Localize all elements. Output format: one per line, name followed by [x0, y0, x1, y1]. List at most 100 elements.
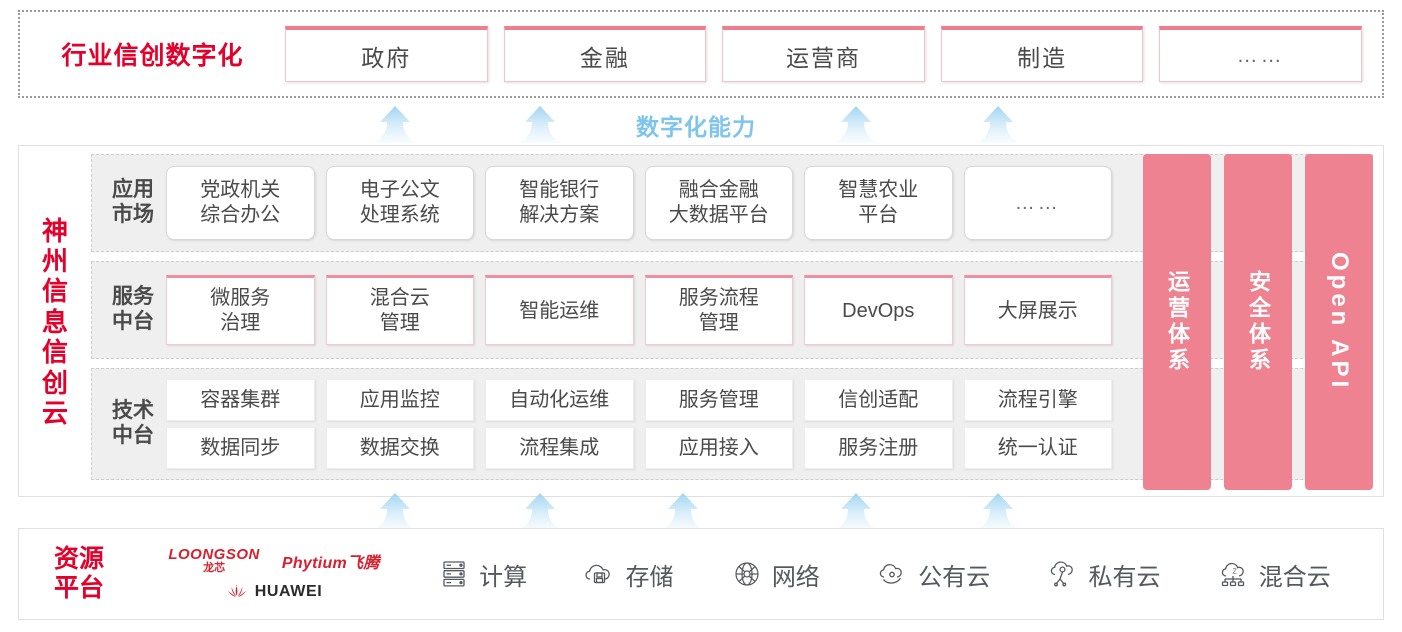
side-bar-label-open-api: Open API	[1326, 252, 1353, 392]
phytium-logo: Phytium飞腾	[281, 554, 380, 572]
resource-item-label-network: 网络	[771, 563, 820, 591]
svg-text:Z: Z	[1232, 569, 1237, 576]
vendor-logo-row-2: HUAWEI	[226, 583, 323, 601]
up-arrow-icon	[372, 105, 418, 145]
industry-band-title: 行业信创数字化	[61, 42, 244, 70]
up-arrow-icon	[833, 105, 879, 145]
up-arrow-icon	[660, 492, 706, 532]
vendor-logo-row-1: LOONGSON 龙芯 Phytium飞腾	[168, 547, 379, 574]
app-card-smart-bank[interactable]: 智能银行解决方案	[485, 166, 634, 240]
private-cloud-icon	[1046, 557, 1080, 591]
side-bar-open-api[interactable]: Open API	[1305, 154, 1373, 490]
resource-item-list: 计算 存储	[409, 557, 1383, 592]
app-card-finance-bigdata[interactable]: 融合金融大数据平台	[644, 166, 793, 240]
tech-card-service-registry[interactable]: 服务注册	[804, 427, 953, 469]
resource-item-label-hybrid-cloud: 混合云	[1258, 563, 1331, 591]
industry-band: 行业信创数字化 政府 金融 运营商 制造 ……	[18, 10, 1384, 98]
svc-card-service-process-mgmt[interactable]: 服务流程管理	[644, 275, 793, 345]
svc-card-intelligent-ops[interactable]: 智能运维	[485, 275, 634, 345]
cloud-platform-title: 神 州 信 息 信 创 云	[19, 146, 91, 496]
side-bar-operations-system[interactable]: 运营体系	[1143, 154, 1211, 490]
hybrid-cloud-icon: Z	[1217, 557, 1251, 591]
resource-item-label-private-cloud: 私有云	[1088, 563, 1161, 591]
side-bar-label-operations: 运营体系	[1165, 270, 1190, 374]
huawei-logo: HUAWEI	[226, 583, 323, 601]
tech-card-service-mgmt[interactable]: 服务管理	[644, 379, 793, 421]
huawei-flower-icon	[226, 583, 248, 601]
tech-platform-row-1: 容器集群 应用监控 自动化运维 服务管理 信创适配 流程引擎	[166, 379, 1112, 421]
svc-card-hybrid-cloud-mgmt[interactable]: 混合云管理	[325, 275, 474, 345]
app-card-government-office[interactable]: 党政机关综合办公	[166, 166, 315, 240]
side-bar-label-security: 安全体系	[1246, 270, 1271, 374]
application-market-card-list: 党政机关综合办公 电子公文处理系统 智能银行解决方案 融合金融大数据平台 智慧农…	[166, 166, 1364, 240]
tech-platform-card-grid: 容器集群 应用监控 自动化运维 服务管理 信创适配 流程引擎 数据同步 数据交换…	[166, 379, 1364, 469]
cloud-storage-icon	[583, 557, 617, 591]
resource-item-compute[interactable]: 计算	[437, 557, 527, 592]
resource-item-storage[interactable]: 存储	[583, 557, 673, 592]
svc-card-microservice-governance[interactable]: 微服务治理	[166, 275, 315, 345]
resource-item-network[interactable]: 网络	[730, 557, 820, 592]
app-card-smart-agriculture[interactable]: 智慧农业平台	[804, 166, 953, 240]
industry-box-operator[interactable]: 运营商	[722, 26, 925, 82]
tech-card-xinchuang-adaptation[interactable]: 信创适配	[804, 379, 953, 421]
layer-label-application-market: 应用 市场	[112, 178, 154, 226]
industry-box-list: 政府 金融 运营商 制造 ……	[285, 26, 1382, 82]
tech-card-data-exchange[interactable]: 数据交换	[325, 427, 474, 469]
network-icon	[730, 557, 764, 591]
industry-box-manufacturing[interactable]: 制造	[940, 26, 1144, 82]
industry-box-government[interactable]: 政府	[285, 26, 488, 82]
up-arrow-icon	[517, 492, 563, 532]
vendor-logo-list: LOONGSON 龙芯 Phytium飞腾 HUAWEI	[139, 547, 409, 601]
cloud-title-char-6: 创	[41, 367, 68, 398]
cloud-platform-body: 应用 市场 党政机关综合办公 电子公文处理系统 智能银行解决方案 融合金融大数据…	[91, 146, 1383, 496]
layer-label-service-platform: 服务 中台	[112, 285, 154, 333]
cloud-title-char-4: 息	[41, 306, 68, 337]
public-cloud-icon	[876, 557, 910, 591]
loongson-logo-text: LOONGSON	[168, 546, 260, 563]
resource-arrow-strip	[0, 490, 1402, 532]
cloud-title-char-7: 云	[41, 398, 68, 429]
resource-platform-panel: 资源 平台 LOONGSON 龙芯 Phytium飞腾 HUAWEI	[18, 528, 1384, 620]
svc-card-devops[interactable]: DevOps	[804, 275, 953, 345]
up-arrow-icon	[833, 492, 879, 532]
up-arrow-icon	[372, 492, 418, 532]
side-bar-security-system[interactable]: 安全体系	[1224, 154, 1292, 490]
resource-item-label-storage: 存储	[625, 563, 674, 591]
up-arrow-icon	[975, 105, 1021, 145]
side-bar-list: 运营体系 安全体系 Open API	[1143, 154, 1373, 490]
svc-card-bigscreen-display[interactable]: 大屏展示	[963, 275, 1112, 345]
resource-platform-title: 资源 平台	[53, 544, 104, 603]
loongson-logo: LOONGSON 龙芯	[168, 547, 260, 574]
server-icon	[437, 557, 471, 591]
cloud-platform-panel: 神 州 信 息 信 创 云 应用 市场 党政机关综合办公 电子公文处理系统 智能…	[18, 145, 1384, 497]
service-platform-card-list: 微服务治理 混合云管理 智能运维 服务流程管理 DevOps 大屏展示	[166, 275, 1364, 345]
tech-card-app-monitoring[interactable]: 应用监控	[325, 379, 474, 421]
industry-box-more[interactable]: ……	[1159, 26, 1362, 82]
capability-arrow-strip: 数字化能力	[0, 100, 1402, 145]
resource-item-hybrid-cloud[interactable]: Z 混合云	[1217, 557, 1331, 592]
industry-box-finance[interactable]: 金融	[503, 26, 707, 82]
tech-card-process-integration[interactable]: 流程集成	[485, 427, 634, 469]
tech-card-container-cluster[interactable]: 容器集群	[166, 379, 315, 421]
tech-card-app-access[interactable]: 应用接入	[644, 427, 793, 469]
resource-item-label-compute: 计算	[479, 563, 528, 591]
cloud-title-char-3: 信	[41, 276, 68, 307]
up-arrow-icon	[975, 492, 1021, 532]
app-card-edoc-system[interactable]: 电子公文处理系统	[325, 166, 474, 240]
resource-item-private-cloud[interactable]: 私有云	[1046, 557, 1160, 592]
app-card-more[interactable]: ……	[963, 166, 1112, 240]
tech-card-process-engine[interactable]: 流程引擎	[963, 379, 1112, 421]
tech-card-data-sync[interactable]: 数据同步	[166, 427, 315, 469]
up-arrow-icon	[517, 105, 563, 145]
tech-card-unified-auth[interactable]: 统一认证	[963, 427, 1112, 469]
resource-item-public-cloud[interactable]: 公有云	[876, 557, 990, 592]
layer-label-tech-platform: 技术 中台	[112, 399, 154, 447]
resource-item-label-public-cloud: 公有云	[918, 563, 991, 591]
loongson-logo-cn: 龙芯	[203, 562, 226, 574]
cloud-title-char-1: 神	[41, 215, 68, 246]
cloud-title-char-2: 州	[41, 245, 68, 276]
cloud-title-char-5: 信	[41, 337, 68, 368]
tech-card-automated-ops[interactable]: 自动化运维	[485, 379, 634, 421]
huawei-logo-text: HUAWEI	[254, 583, 323, 600]
tech-platform-row-2: 数据同步 数据交换 流程集成 应用接入 服务注册 统一认证	[166, 427, 1112, 469]
